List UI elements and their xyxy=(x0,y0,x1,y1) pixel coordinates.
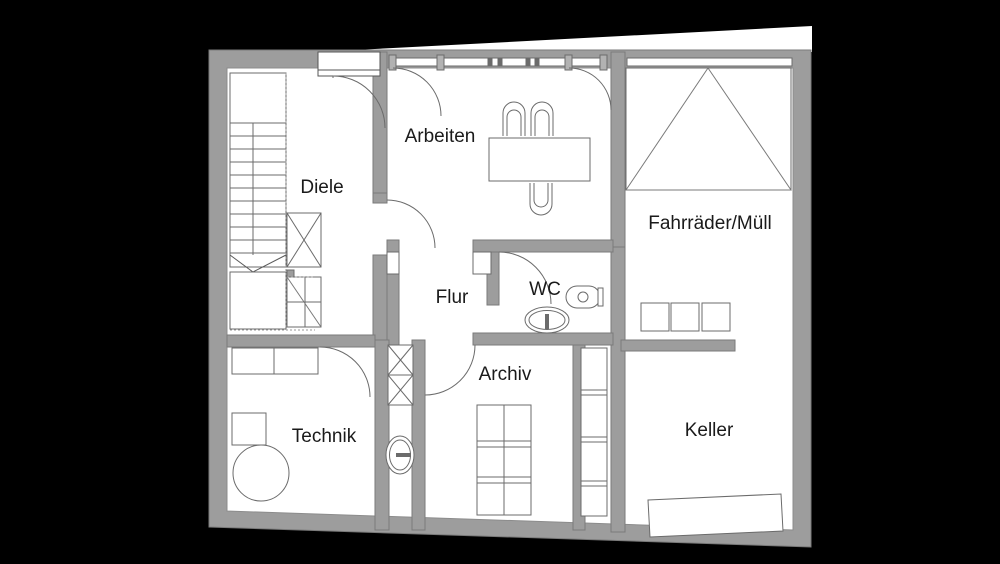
keller-storage-rack xyxy=(647,493,784,538)
work-table-group xyxy=(488,101,591,216)
elevator-shaft xyxy=(286,212,322,328)
room-label-flur: Flur xyxy=(436,287,469,308)
circular-tank xyxy=(232,444,290,502)
tall-shelving-unit xyxy=(580,347,608,517)
room-label-keller: Keller xyxy=(685,420,734,441)
archiv-shelving xyxy=(476,347,608,517)
garage-door-symbol xyxy=(625,67,792,191)
room-label-technik: Technik xyxy=(292,426,357,447)
technik-fixtures xyxy=(231,347,319,502)
work-table xyxy=(488,137,591,182)
technical-unit xyxy=(231,412,267,446)
room-label-arbeiten: Arbeiten xyxy=(405,126,476,147)
storage-boxes xyxy=(640,302,731,332)
top-wall-openings xyxy=(317,51,793,77)
bench-segment-1 xyxy=(231,347,275,375)
terrain-wedge xyxy=(318,26,812,52)
wc-fixtures xyxy=(524,285,604,334)
flur-shelf xyxy=(386,251,492,275)
door-swings xyxy=(319,67,612,398)
room-label-archiv: Archiv xyxy=(479,364,532,385)
utility-shaft xyxy=(385,344,415,475)
room-label-wc: WC xyxy=(529,279,561,300)
interior-walls xyxy=(226,51,736,533)
room-label-diele: Diele xyxy=(300,177,343,198)
bench-segment-2 xyxy=(273,347,319,375)
room-label-fahrraeder: Fahrräder/Müll xyxy=(648,213,772,234)
staircase xyxy=(229,72,315,331)
